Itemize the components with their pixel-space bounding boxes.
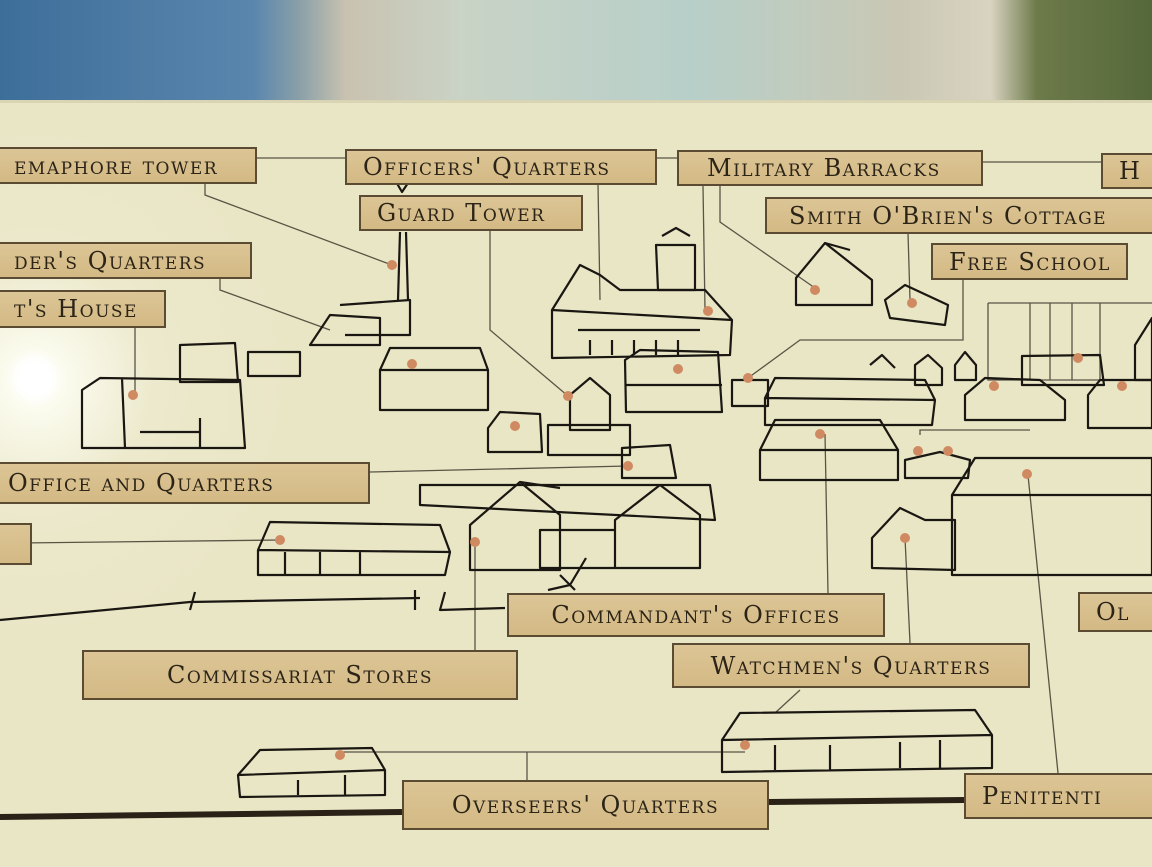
label-ders-quarters: der's Quarters: [0, 242, 252, 279]
label-ts-house: t's House: [0, 290, 166, 328]
label-semaphore-tower: emaphore tower: [0, 147, 257, 184]
baseline-bar: [0, 809, 403, 820]
building-sketches: [0, 179, 1152, 799]
leader-lines: [19, 157, 1152, 782]
site-model-photo: [0, 0, 1152, 104]
label-smith-obriens-cottage: Smith O'Brien's Cottage: [765, 197, 1152, 234]
label-commandants-offices: Commandant's Offices: [507, 593, 885, 637]
label-officers-quarters: Officers' Quarters: [345, 149, 657, 185]
label-ol-partial: Ol: [1078, 592, 1152, 632]
label-guard-tower: Guard Tower: [359, 195, 583, 231]
light-glare: [5, 348, 65, 408]
label-overseers-quarters: Overseers' Quarters: [402, 780, 769, 830]
label-blank-partial: [0, 523, 32, 565]
label-penitentiary-partial: Penitenti: [964, 773, 1152, 819]
label-commissariat-stores: Commissariat Stores: [82, 650, 518, 700]
label-free-school: Free School: [931, 243, 1128, 280]
label-h-partial: H: [1101, 153, 1152, 189]
label-watchmens-quarters: Watchmen's Quarters: [672, 643, 1030, 688]
label-office-and-quarters: Office and Quarters: [0, 462, 370, 504]
marker-dots: [128, 260, 1127, 760]
label-military-barracks: Military Barracks: [677, 150, 983, 186]
